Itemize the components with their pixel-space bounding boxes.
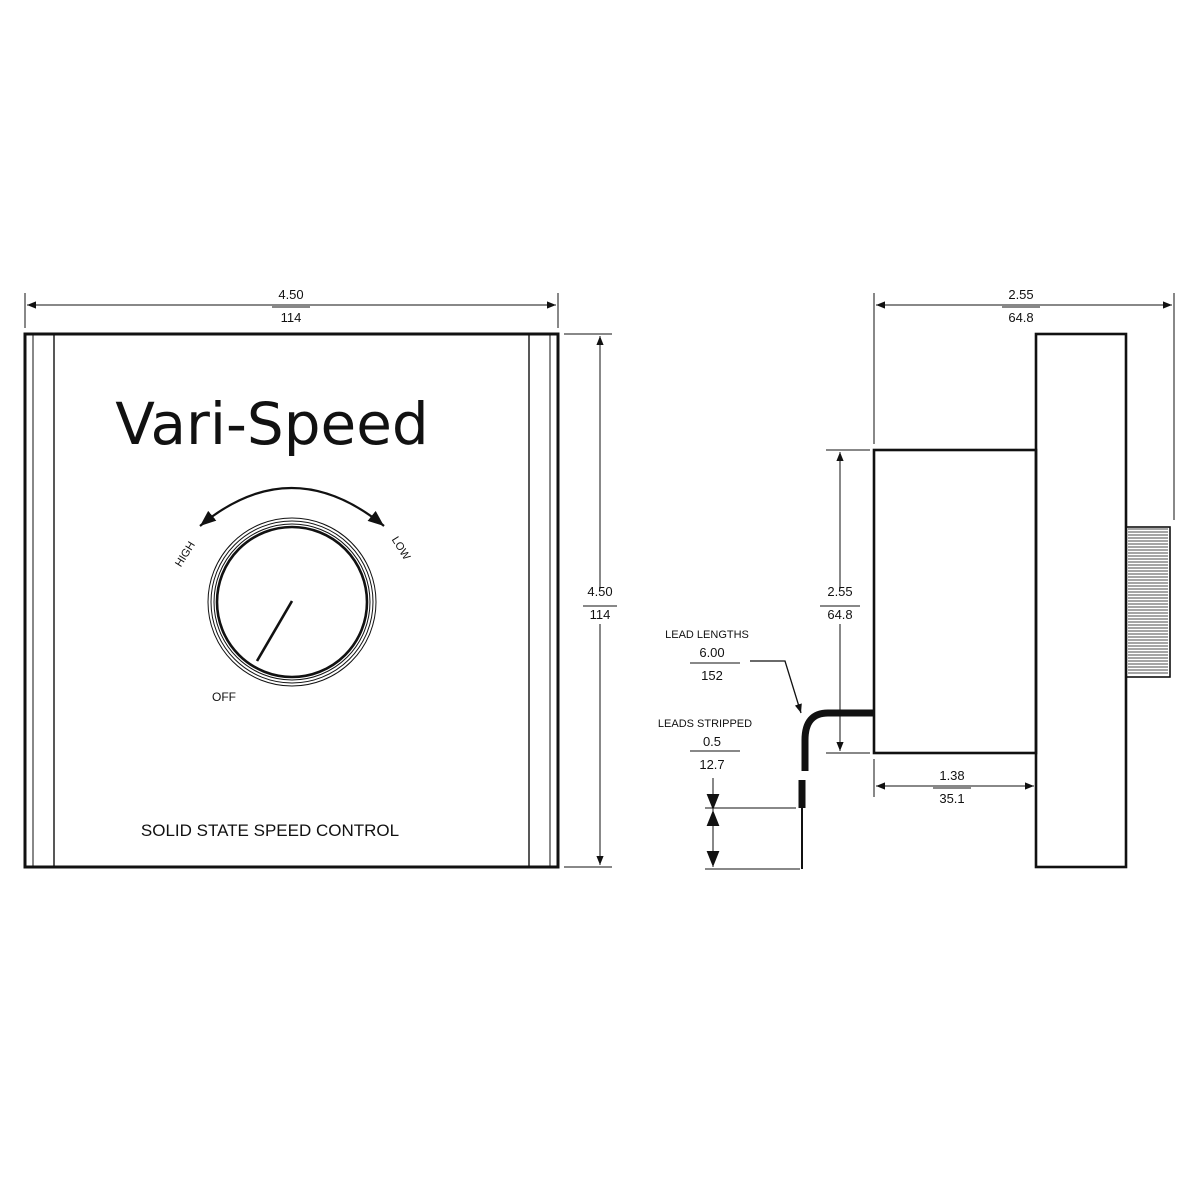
leads-stripped-callout: LEADS STRIPPED 0.5 12.7: [658, 718, 800, 870]
leads-stripped-mm: 12.7: [699, 757, 724, 772]
product-subtitle: SOLID STATE SPEED CONTROL: [141, 821, 399, 840]
dimension-front-width: 4.50 114: [24, 287, 559, 328]
dimension-overall-depth: 2.55 64.8: [873, 287, 1175, 520]
dimension-body-height: 2.55 64.8: [820, 449, 870, 754]
side-view: [798, 332, 1171, 869]
overall-depth-inches: 2.55: [1008, 287, 1033, 302]
front-height-inches: 4.50: [587, 584, 612, 599]
lead-pointer-arrow-icon: [750, 660, 802, 714]
knob-label-high: HIGH: [173, 540, 198, 570]
rotation-arrow-icon: [199, 487, 385, 527]
dimension-body-depth: 1.38 35.1: [873, 759, 1034, 806]
body-depth-inches: 1.38: [939, 768, 964, 783]
knob-label-off: OFF: [212, 690, 236, 704]
knob-label-low: LOW: [389, 535, 413, 563]
lead-lengths-inches: 6.00: [699, 645, 724, 660]
leads-stripped-inches: 0.5: [703, 734, 721, 749]
lead-lengths-callout: LEAD LENGTHS 6.00 152: [665, 629, 802, 714]
brand-title: Vari-Speed: [115, 390, 428, 458]
knob-icon: [207, 517, 377, 687]
lead-lengths-mm: 152: [701, 668, 723, 683]
body-height-mm: 64.8: [827, 607, 852, 622]
faceplate: [23, 332, 560, 869]
lead-wires: [798, 709, 874, 869]
front-height-mm: 114: [590, 607, 611, 622]
leads-stripped-label: LEADS STRIPPED: [658, 718, 752, 730]
front-width-mm: 114: [281, 310, 302, 325]
lead-lengths-label: LEAD LENGTHS: [665, 629, 749, 641]
knurled-knob-icon: [1125, 526, 1171, 678]
side-faceplate: [1034, 332, 1128, 869]
body-depth-mm: 35.1: [939, 791, 964, 806]
front-view: Vari-Speed HIGH LOW OFF SOLID STATE SPEE…: [23, 332, 560, 869]
dimension-front-height: 4.50 114: [564, 333, 617, 868]
body-height-inches: 2.55: [827, 584, 852, 599]
overall-depth-mm: 64.8: [1008, 310, 1033, 325]
side-body: [872, 448, 1038, 755]
front-width-inches: 4.50: [278, 287, 303, 302]
